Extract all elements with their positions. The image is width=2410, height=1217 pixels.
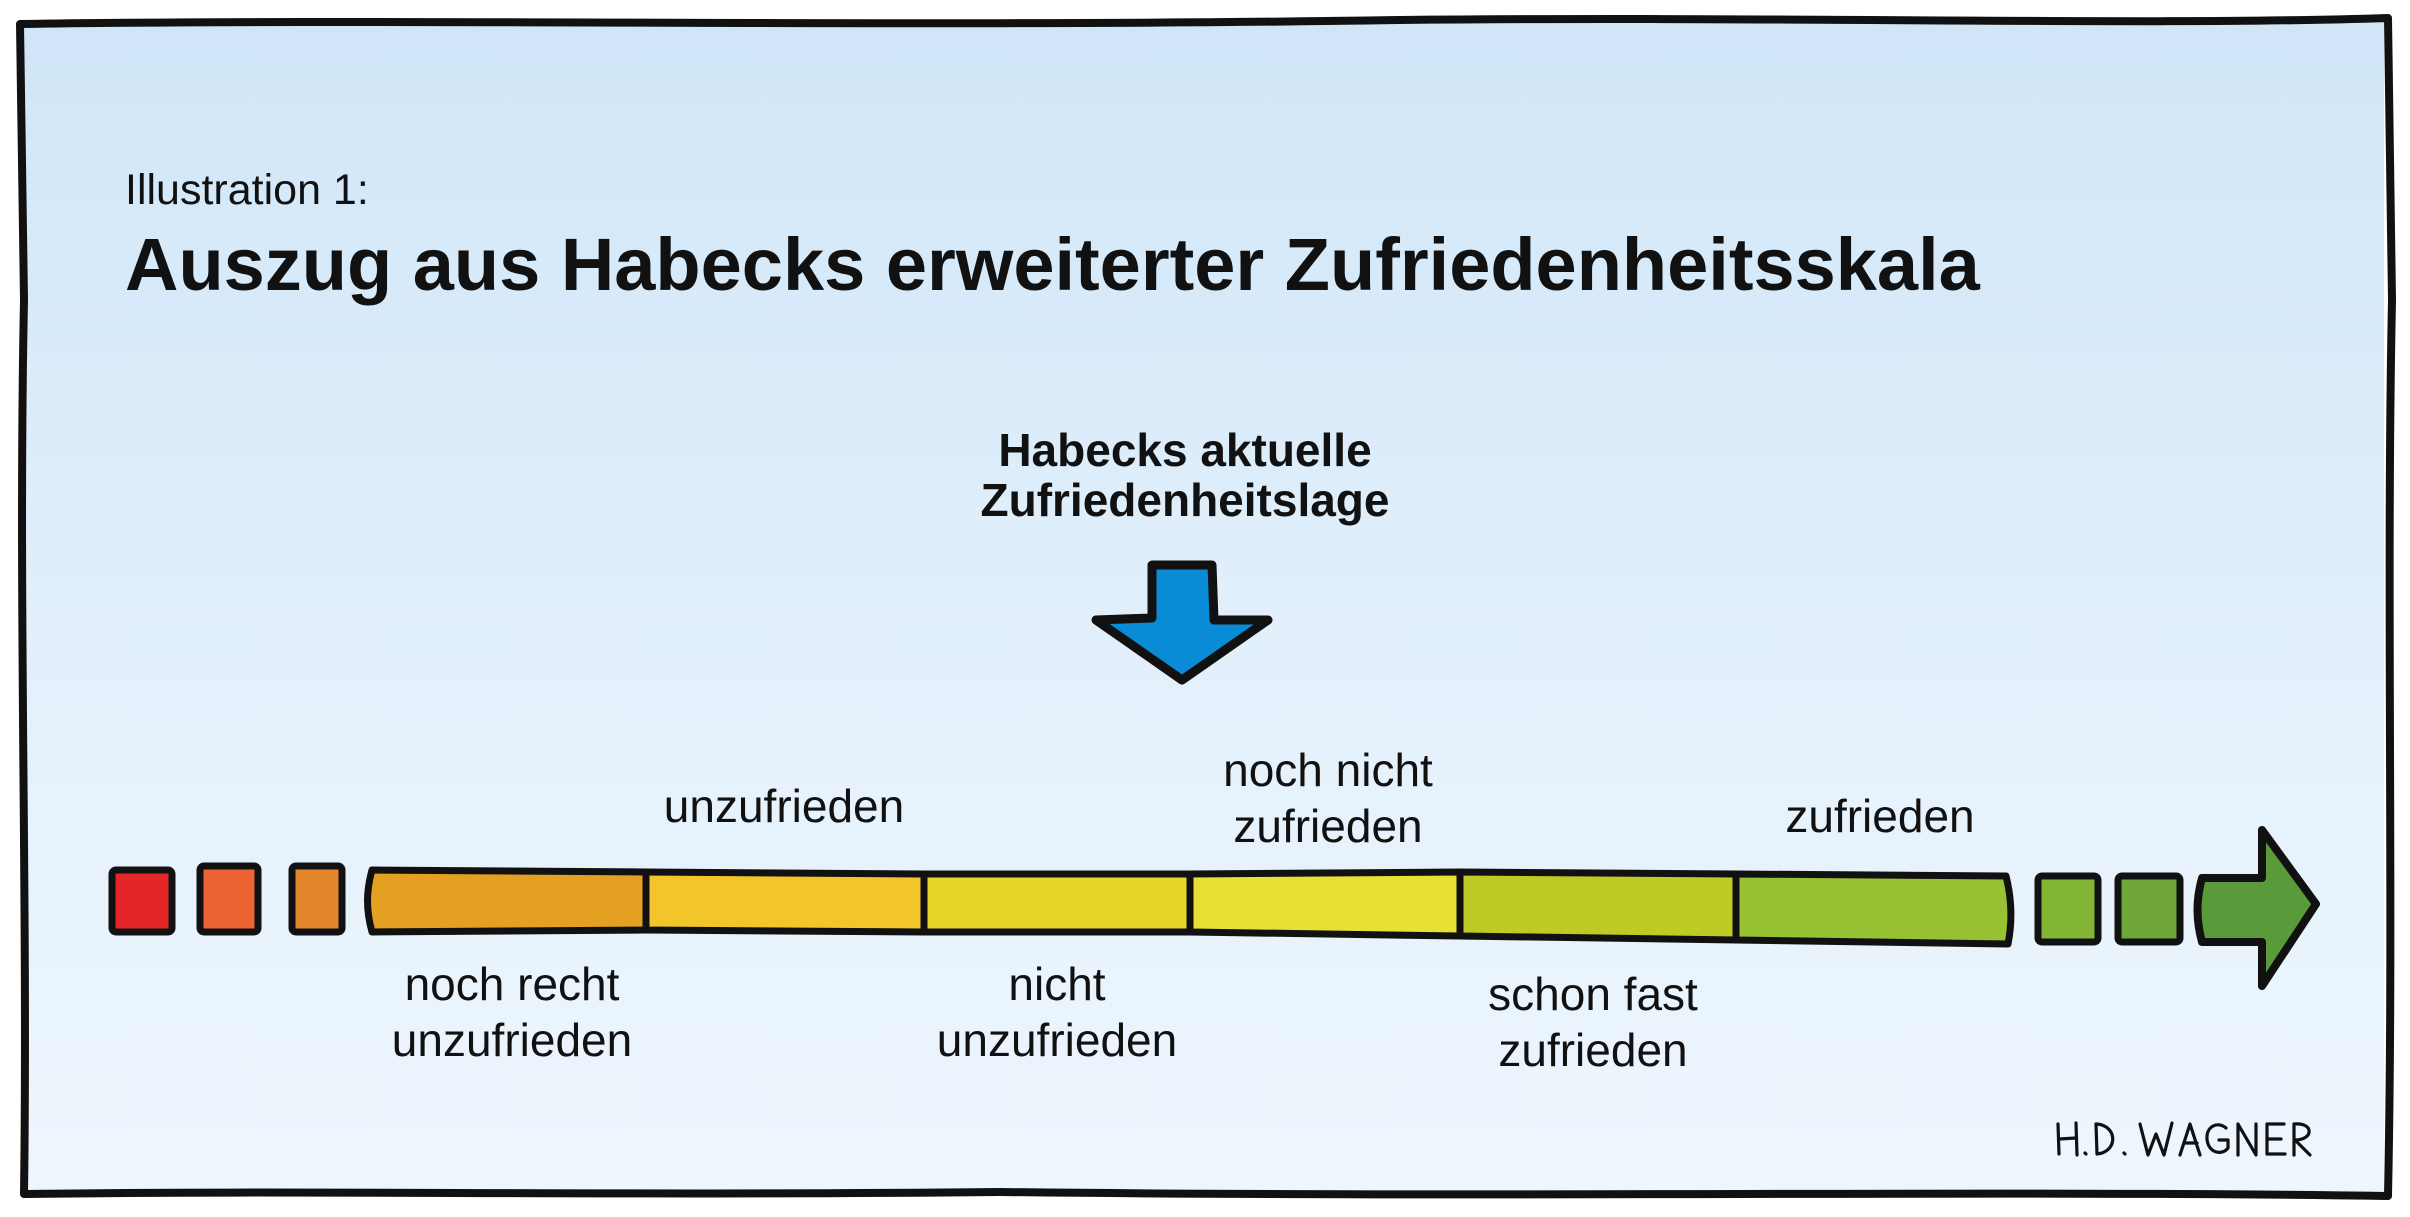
scale-segment-noch-recht-unzufrieden xyxy=(364,866,650,936)
scale-arrowhead-icon xyxy=(2193,826,2320,990)
current-position-arrow-icon xyxy=(1091,560,1273,685)
scale-tail-square-right-1 xyxy=(2034,872,2102,946)
scale-segment-noch-nicht-zufrieden xyxy=(1186,868,1464,940)
scale-segment-unzufrieden xyxy=(642,868,928,936)
scale-tail-square-right-2 xyxy=(2114,872,2184,946)
scale-segment-zufrieden xyxy=(1732,870,2015,948)
scale-label-zufrieden: zufrieden xyxy=(1785,790,1975,842)
scale-tail-square-left-3 xyxy=(288,862,346,936)
scale-segment-nicht-unzufrieden xyxy=(920,870,1194,936)
current-satisfaction-label: Habecks aktuelle Zufriedenheitslage xyxy=(980,424,1390,526)
scale-tail-square-left-2 xyxy=(196,862,262,936)
figure-subtitle: Illustration 1: xyxy=(125,166,369,214)
artist-signature: H.D. WAGNER xyxy=(2056,1121,2312,1157)
scale-tail-square-left-1 xyxy=(108,866,176,936)
scale-segment-schon-fast-zufrieden xyxy=(1456,868,1740,944)
scale-label-unzufrieden: unzufrieden xyxy=(663,780,905,832)
figure-title: Auszug aus Habecks erweiterter Zufrieden… xyxy=(125,223,1980,306)
